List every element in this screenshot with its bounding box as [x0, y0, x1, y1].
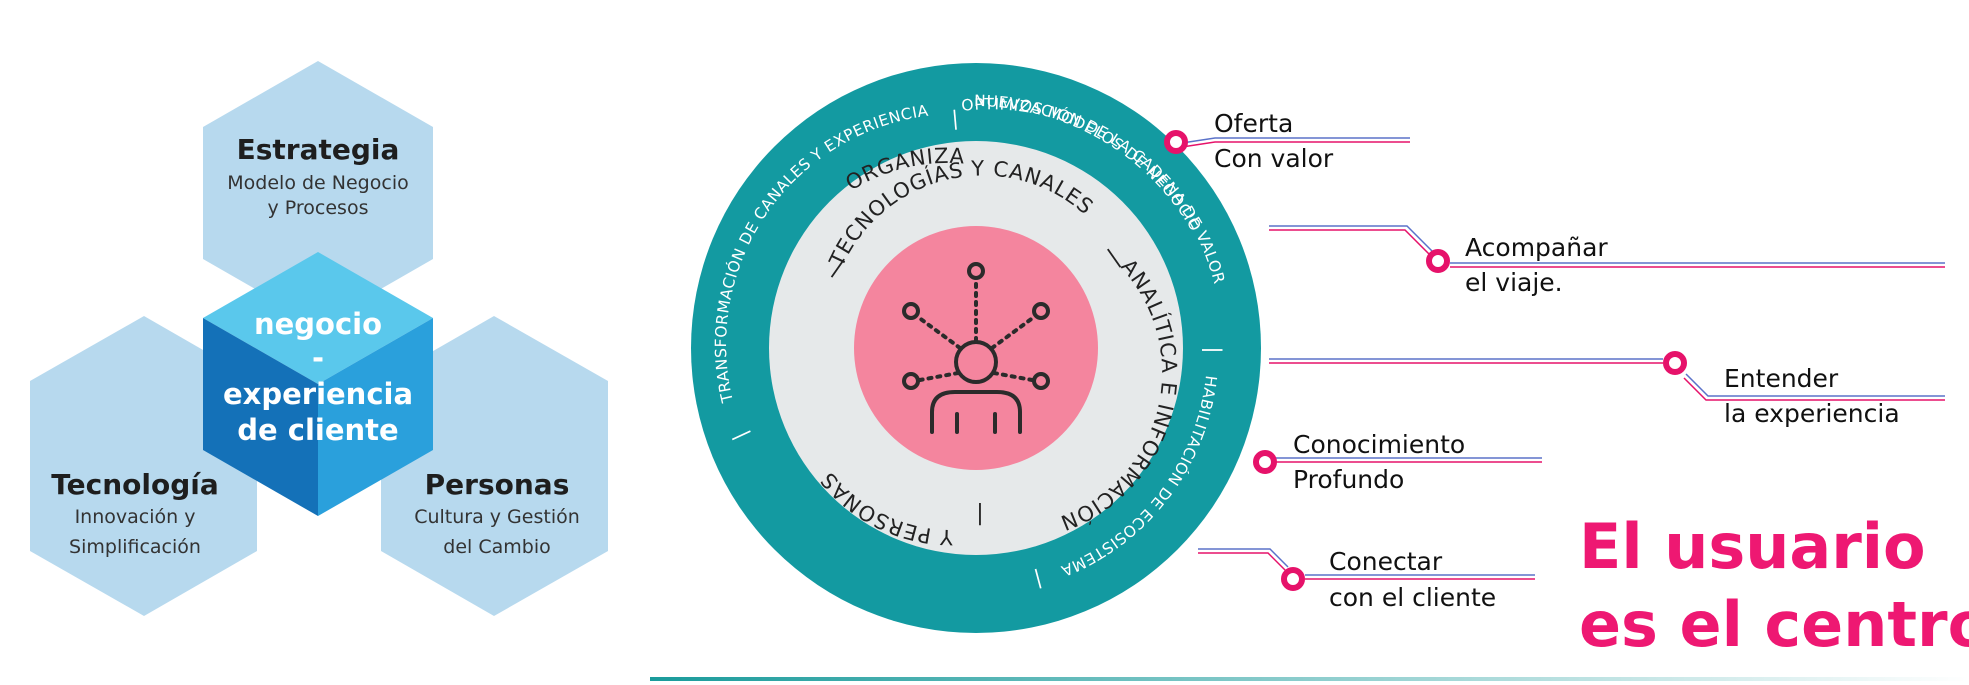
callout-experience-marker [1663, 351, 1687, 375]
callout-experience-line1: Entender [1724, 364, 1839, 393]
inner-separator: | [976, 501, 983, 526]
strategy-title: Estrategia [237, 133, 400, 166]
callout-connect-marker [1281, 567, 1305, 591]
callout-knowledge-line2: Profundo [1293, 465, 1404, 494]
center-cube-right [318, 318, 433, 516]
headline: El usuario es el centro [1579, 510, 1969, 661]
strategy-line2: y Procesos [268, 197, 369, 219]
callout-journey [1269, 225, 1945, 273]
callout-experience-line2: la experiencia [1724, 399, 1900, 428]
people-title: Personas [425, 468, 570, 501]
callout-knowledge-marker [1253, 450, 1277, 474]
strategy-line1: Modelo de Negocio [227, 172, 408, 194]
technology-title: Tecnología [51, 468, 219, 501]
hexagon-diagram: Estrategia Modelo de Negocio y Procesos … [30, 61, 608, 616]
center-line4: de cliente [237, 413, 398, 447]
callout-offer [1164, 130, 1410, 154]
callouts [1164, 130, 1945, 591]
hex-strategy [203, 61, 433, 325]
center-line1: negocio [254, 307, 382, 341]
callout-labels: Oferta Con valor Acompañar el viaje. Ent… [1214, 109, 1900, 612]
people-line1: Cultura y Gestión [414, 506, 580, 528]
center-line2: - [312, 341, 324, 375]
callout-experience [1269, 351, 1945, 401]
outer-separator: | [951, 106, 960, 130]
callout-journey-marker [1426, 249, 1450, 273]
center-cube-left [203, 318, 318, 516]
hex-technology [30, 316, 257, 616]
callout-offer-line1: Oferta [1214, 109, 1293, 138]
person-network-icon [902, 262, 1050, 434]
center-line3: experiencia [223, 377, 413, 411]
technology-line1: Innovación y [75, 506, 196, 528]
people-line2: del Cambio [443, 536, 550, 558]
headline-line1: El usuario [1579, 510, 1926, 583]
callout-connect-line1: Conectar [1329, 547, 1443, 576]
technology-line2: Simplificación [69, 536, 201, 558]
callout-knowledge-line1: Conocimiento [1293, 430, 1465, 459]
center-circle [854, 226, 1098, 470]
outer-separator: | [1202, 347, 1226, 354]
callout-connect-line2: con el cliente [1329, 583, 1496, 612]
callout-journey-line2: el viaje. [1465, 268, 1563, 297]
callout-connect [1198, 548, 1535, 591]
callout-journey-line1: Acompañar [1465, 233, 1608, 262]
callout-knowledge [1253, 450, 1542, 474]
hex-people [381, 316, 608, 616]
callout-offer-marker [1164, 130, 1188, 154]
headline-line2: es el centro [1579, 588, 1969, 661]
callout-offer-line2: Con valor [1214, 144, 1334, 173]
bottom-divider [650, 677, 1969, 681]
